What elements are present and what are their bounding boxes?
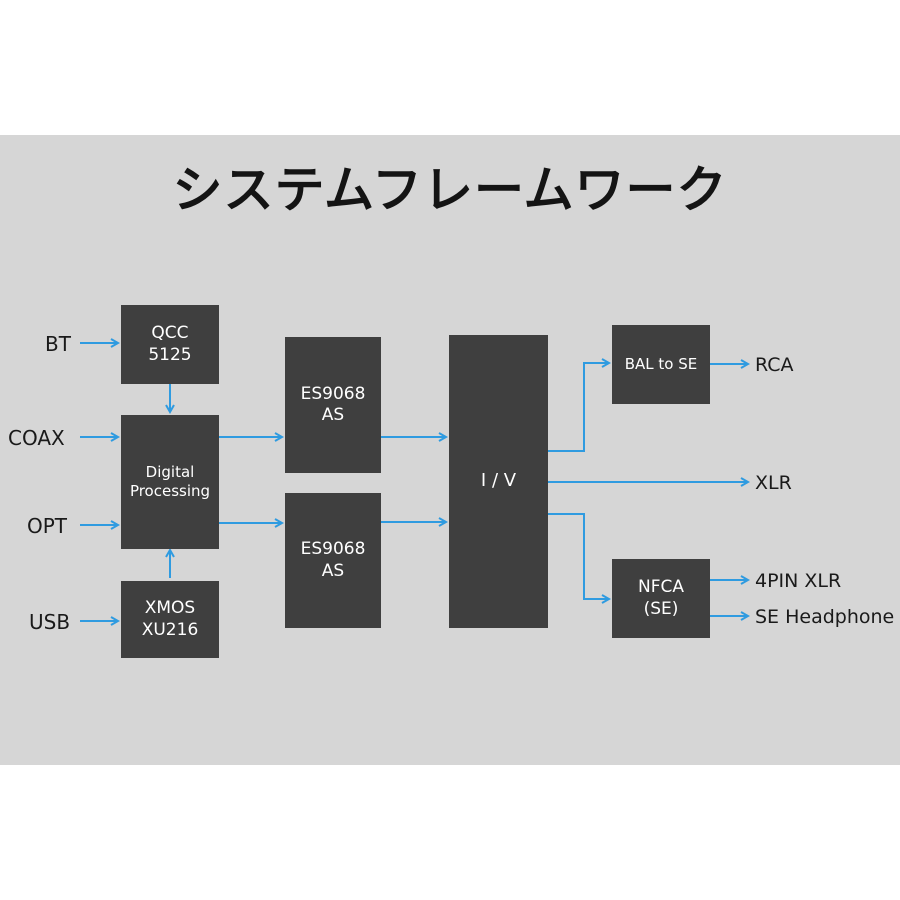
output-label-xlr: XLR: [755, 472, 792, 494]
output-label-rca: RCA: [755, 354, 794, 376]
xmos-xu216-block: XMOS XU216: [121, 581, 219, 658]
output-label-4pin-xlr: 4PIN XLR: [755, 570, 842, 592]
iv-to-nfca-arrow: [548, 513, 609, 599]
diagram-title: システムフレームワーク: [172, 161, 728, 219]
nfca-se-block: NFCA (SE): [612, 559, 710, 638]
iv-block: I / V: [449, 335, 548, 628]
output-label-se-headphone: SE Headphone: [755, 606, 895, 628]
es9068-top-block: ES9068 AS: [285, 337, 381, 473]
input-label-coax: COAX: [8, 426, 65, 450]
iv-to-bal-arrow: [548, 363, 609, 452]
bal-to-se-block: BAL to SE: [612, 325, 710, 404]
input-label-usb: USB: [29, 610, 71, 634]
digital-processing-block: Digital Processing: [121, 415, 219, 549]
qcc5125-block: QCC 5125: [121, 305, 219, 384]
input-label-opt: OPT: [27, 514, 68, 538]
es9068-bottom-block: ES9068 AS: [285, 493, 381, 628]
input-label-bt: BT: [45, 332, 71, 356]
